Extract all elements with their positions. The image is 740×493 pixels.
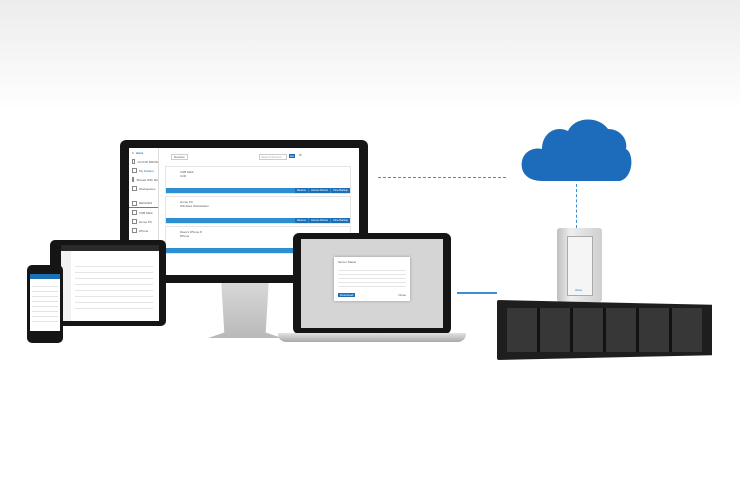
sidebar-item-device[interactable]: iPhone bbox=[129, 226, 158, 235]
folder-icon bbox=[132, 168, 137, 173]
laptop-base bbox=[278, 333, 466, 342]
phone bbox=[27, 265, 63, 343]
sync-line-laptop-nas bbox=[457, 292, 497, 294]
search-button[interactable]: Go bbox=[289, 154, 296, 158]
restore-button[interactable]: Restore bbox=[294, 188, 309, 193]
sidebar-item-devices[interactable]: DEVICES bbox=[129, 199, 158, 208]
logo: ctera bbox=[135, 150, 143, 155]
devices-select[interactable]: Devices bbox=[171, 154, 188, 160]
sidebar-item-shared[interactable]: Shared With Me bbox=[129, 175, 158, 184]
cloud-icon bbox=[132, 159, 136, 164]
shared-folder-icon bbox=[132, 177, 135, 182]
hamburger-icon[interactable]: ≡ bbox=[132, 150, 134, 155]
sidebar-item-device[interactable]: CSB Mark bbox=[129, 208, 158, 217]
sidebar-item-cloud-drive[interactable]: CLOUD DRIVE bbox=[129, 157, 158, 166]
cloud-icon bbox=[521, 119, 632, 181]
restore-button[interactable]: Restore bbox=[294, 218, 309, 223]
rack-server bbox=[497, 300, 712, 360]
sidebar-item-device[interactable]: Home PC bbox=[129, 217, 158, 226]
device-card[interactable]: Home PC Windows Workstation Offline View… bbox=[165, 196, 351, 232]
view-backup-button[interactable]: View Backup bbox=[331, 188, 350, 193]
phone-icon bbox=[132, 228, 137, 233]
access-device-button[interactable]: Access Device bbox=[309, 218, 331, 223]
laptop: Server Status Download Close bbox=[293, 233, 451, 334]
tablet-icon bbox=[132, 210, 137, 215]
devices-icon bbox=[132, 200, 137, 206]
tablet bbox=[50, 240, 166, 326]
sidebar-item-my-folders[interactable]: My Folders bbox=[129, 166, 158, 175]
sync-line-cloud-nas bbox=[576, 184, 577, 228]
sidebar-item-workspaces[interactable]: Workspaces bbox=[129, 184, 158, 193]
close-button[interactable]: Close bbox=[398, 293, 406, 297]
workspace-icon bbox=[132, 186, 137, 191]
search-input[interactable]: Search devices bbox=[259, 154, 287, 160]
server-status-dialog: Server Status Download Close bbox=[334, 257, 410, 301]
monitor-stand bbox=[208, 283, 282, 338]
nas-device: ctera bbox=[557, 228, 602, 302]
sync-line-monitor-cloud bbox=[378, 177, 506, 178]
pc-icon bbox=[132, 219, 137, 224]
view-backup-button[interactable]: View Backup bbox=[331, 218, 350, 223]
gear-icon[interactable]: ⚙ bbox=[299, 153, 302, 157]
download-button[interactable]: Download bbox=[338, 293, 356, 297]
nas-logo: ctera bbox=[575, 288, 582, 292]
sidebar: ≡ctera CLOUD DRIVE My Folders Shared Wit… bbox=[129, 148, 159, 275]
access-device-button[interactable]: Access Device bbox=[309, 188, 331, 193]
